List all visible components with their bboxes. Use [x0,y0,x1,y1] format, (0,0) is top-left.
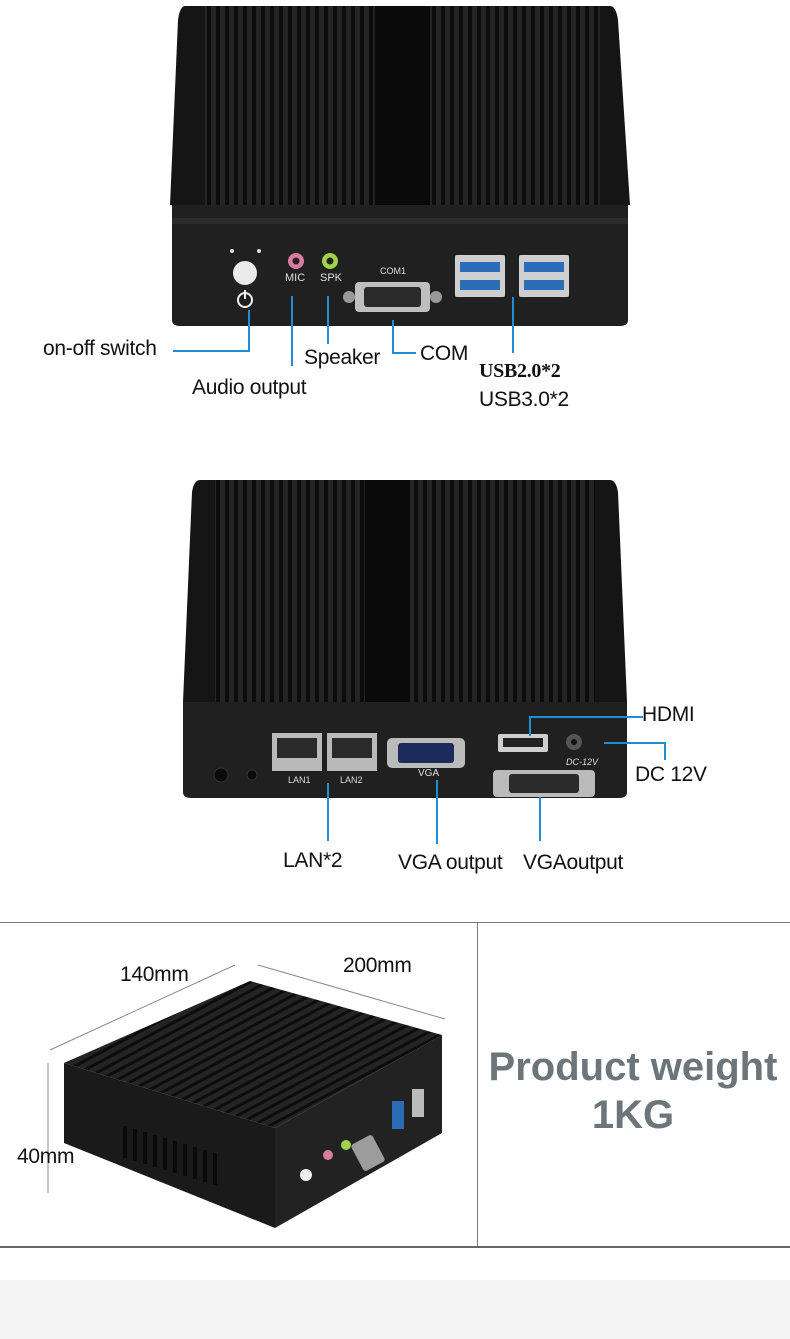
rear-view-panel: LAN1 LAN2 VGA DC-12V HDMI DC 12V LAN*2 V… [0,440,790,910]
specs-bottom-divider [0,1246,790,1248]
lan1-port-label: LAN1 [288,775,311,785]
hdmi-callout-label: HDMI [642,703,695,726]
depth-dimension-label: 200mm [343,954,412,977]
com-port-label: COM1 [380,266,407,276]
weight-title: Product weight [488,1045,778,1089]
dc-port-label: DC-12V [566,757,599,767]
dimensions-panel: 140mm 200mm 40mm [0,923,477,1246]
weight-value: 1KG [591,1093,675,1137]
footer-strip [0,1280,790,1339]
front-device-image [170,6,630,326]
vga-port-label: VGA [418,768,440,779]
speaker-callout-line [327,296,329,344]
mic-port-label: MIC [285,272,306,284]
rear-device-image [183,480,627,798]
lan-callout-line [327,783,329,841]
vga2-callout-line [539,797,541,841]
dc-callout-line [604,742,666,760]
specs-vertical-divider [477,922,478,1246]
spk-port-label: SPK [320,272,343,284]
switch-callout-line [173,310,250,352]
audio-callout-line [291,296,293,366]
vga2-callout-label: VGAoutput [523,851,624,874]
weight-panel: Product weight 1KG [478,923,790,1246]
lan-callout-label: LAN*2 [283,849,343,872]
hdmi-callout-line [529,716,643,736]
usb2-callout-label: USB2.0*2 [479,360,561,382]
usb-callout-line [512,297,514,353]
switch-callout-label: on-off switch [43,337,157,360]
lan2-port-label: LAN2 [340,775,363,785]
com-callout-line [392,320,416,354]
dc-callout-label: DC 12V [635,763,707,786]
audio-callout-label: Audio output [192,376,307,399]
speaker-callout-label: Speaker [304,346,381,369]
usb3-callout-label: USB3.0*2 [479,388,569,411]
height-dimension-label: 40mm [17,1145,75,1168]
specs-top-divider [0,922,790,923]
width-dimension-label: 140mm [120,963,189,986]
com-callout-label: COM [420,342,469,365]
front-view-panel: MIC SPK COM1 on-off switch Speaker COM A… [0,0,790,440]
dimension-device-image [47,964,446,1228]
vga-callout-line [436,780,438,844]
vga-callout-label: VGA output [398,851,503,874]
